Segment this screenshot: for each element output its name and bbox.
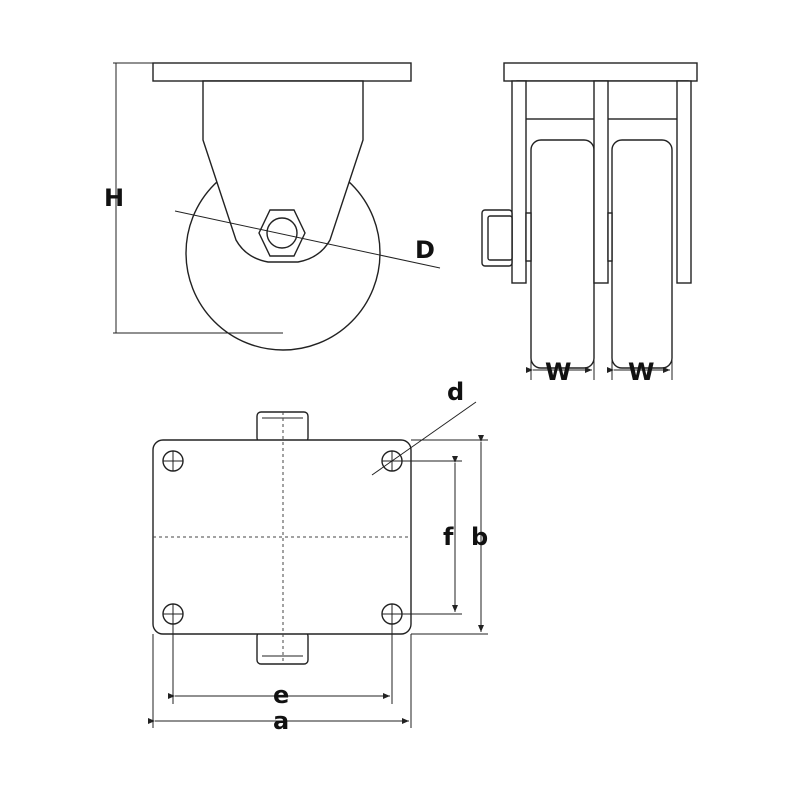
front-wheel-left [530,139,595,369]
front-top-plate [503,62,698,82]
side-top-plate [152,62,412,82]
front-leg-center [593,80,609,284]
top-view: d f b e a [148,378,488,735]
side-fork [202,80,364,263]
front-axle-nut-inner [487,215,513,261]
front-view: W W [481,62,698,386]
front-wheel-right [611,139,673,369]
label-b: b [471,523,488,551]
front-leg-left [511,80,527,284]
front-spacer-right [607,212,613,262]
d-leader-line [371,401,477,476]
label-W2: W [628,358,654,386]
label-f: f [443,523,454,551]
side-view: H D [104,62,441,351]
label-H: H [104,184,124,212]
side-axle-hole [266,217,298,249]
front-spacer-left [525,212,532,262]
front-leg-right [676,80,692,284]
label-e: e [273,681,289,709]
label-W1: W [545,358,571,386]
label-d: d [447,378,464,406]
label-D: D [415,236,435,264]
diameter-line [174,210,441,269]
label-a: a [273,707,289,735]
mount-hole-top-left [162,450,184,472]
